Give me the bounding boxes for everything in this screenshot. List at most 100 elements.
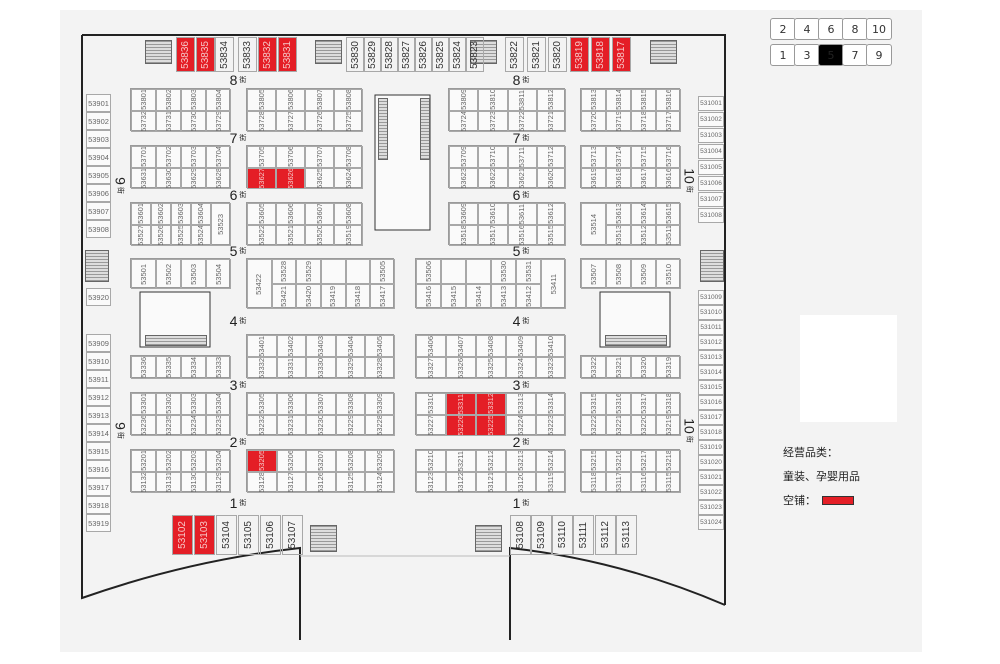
stall[interactable]: 53725 [334, 110, 363, 132]
stall-top-wall[interactable]: 53820 [548, 37, 567, 72]
stall[interactable]: 53712 [536, 146, 566, 168]
stall[interactable]: 53219 [656, 414, 681, 436]
stall[interactable]: 53813 [581, 89, 606, 111]
stall[interactable]: 53211 [446, 450, 476, 472]
stall[interactable]: 53331 [276, 357, 307, 379]
stall[interactable]: 53125 [335, 471, 366, 493]
stall[interactable]: 53526 [151, 224, 171, 246]
stall[interactable]: 53618 [606, 167, 631, 189]
stall-top-wall[interactable]: 53817 [612, 37, 631, 72]
stall[interactable]: 53612 [536, 203, 566, 225]
stall-left-wall[interactable]: 53916 [86, 460, 111, 478]
stall[interactable]: 53630 [156, 167, 181, 189]
stall-top-wall[interactable]: 53822 [505, 37, 524, 72]
stall-right-wall[interactable]: 531002 [698, 112, 724, 127]
stall[interactable]: 53608 [334, 203, 363, 225]
stall[interactable]: 53221 [606, 414, 631, 436]
stall[interactable]: 53609 [449, 203, 479, 225]
stall[interactable]: 53601 [131, 203, 151, 225]
stall[interactable]: 53506 [416, 259, 441, 284]
stall[interactable]: 53122 [446, 471, 476, 493]
stall[interactable]: 53701 [131, 146, 156, 168]
stall[interactable]: 53232 [247, 414, 277, 436]
stall[interactable]: 53234 [181, 414, 206, 436]
stall[interactable]: 53415 [441, 284, 466, 309]
stall[interactable]: 53203 [181, 450, 206, 472]
stall[interactable]: 53327 [416, 357, 446, 379]
stall-top-wall[interactable]: 53833 [238, 37, 257, 72]
stall[interactable]: 53808 [334, 89, 363, 111]
stall[interactable]: 53320 [631, 356, 656, 379]
stall[interactable]: 53719 [606, 110, 631, 132]
stall[interactable]: 53505 [370, 259, 395, 284]
stall[interactable]: 53220 [631, 414, 656, 436]
stall-top-wall[interactable]: 53821 [527, 37, 546, 72]
stall-top-wall[interactable]: 53819 [570, 37, 589, 72]
stall[interactable]: 53308 [335, 393, 366, 415]
stall[interactable]: 53414 [466, 284, 491, 309]
stall[interactable]: 53306 [276, 393, 307, 415]
stall[interactable]: 53405 [365, 335, 395, 357]
stall[interactable]: 53812 [536, 89, 566, 111]
stall-left-wall[interactable]: 53903 [86, 130, 111, 148]
stall[interactable]: 53803 [181, 89, 206, 111]
stall-bottom-wall[interactable]: 53111 [573, 515, 594, 555]
stall-top-wall[interactable]: 53834 [215, 37, 234, 72]
stall-left-wall[interactable]: 53914 [86, 424, 111, 442]
stall[interactable]: 53815 [631, 89, 656, 111]
stall[interactable]: 53801 [131, 89, 156, 111]
stall[interactable]: 53731 [156, 110, 181, 132]
stall-right-wall[interactable]: 531007 [698, 192, 724, 207]
stall[interactable]: 53617 [631, 167, 656, 189]
stall-right-wall[interactable]: 531004 [698, 144, 724, 159]
stall-top-wall[interactable]: 53829 [363, 37, 382, 72]
stall[interactable]: 53216 [606, 450, 631, 472]
stall-left-wall[interactable]: 53905 [86, 166, 111, 184]
stall[interactable]: 53408 [476, 335, 506, 357]
stall[interactable]: 53321 [606, 356, 631, 379]
stall[interactable]: 53217 [631, 450, 656, 472]
stall[interactable]: 53507 [581, 259, 606, 289]
stall-bottom-wall[interactable]: 53107 [282, 515, 303, 555]
stall[interactable]: 53209 [365, 450, 395, 472]
stall-right-wall[interactable]: 531014 [698, 365, 724, 380]
stall[interactable]: 53227 [416, 414, 446, 436]
stall-left-wall[interactable]: 53919 [86, 514, 111, 532]
stall[interactable]: 53627 [247, 167, 276, 189]
stall[interactable]: 53624 [334, 167, 363, 189]
stall-right-wall[interactable]: 531019 [698, 440, 724, 455]
stall-left-wall[interactable]: 53920 [86, 288, 111, 306]
zone-6-button[interactable]: 6 [818, 18, 844, 40]
stall[interactable]: 53314 [536, 393, 566, 415]
stall-top-wall[interactable]: 53818 [591, 37, 610, 72]
stall[interactable]: 53504 [206, 259, 231, 289]
zone-3-button[interactable]: 3 [794, 44, 820, 66]
stall[interactable]: 53514 [581, 203, 606, 246]
stall[interactable]: 53710 [478, 146, 508, 168]
stall[interactable]: 53508 [606, 259, 631, 289]
stall[interactable]: 53305 [247, 393, 277, 415]
stall-top-wall[interactable]: 53835 [196, 37, 215, 72]
stall[interactable]: 53223 [536, 414, 566, 436]
stall-left-wall[interactable]: 53904 [86, 148, 111, 166]
stall-top-wall[interactable]: 53827 [397, 37, 416, 72]
stall[interactable]: 53403 [306, 335, 336, 357]
stall[interactable]: 53326 [446, 357, 476, 379]
stall[interactable]: 53621 [507, 167, 537, 189]
stall[interactable]: 53629 [181, 167, 206, 189]
stall-left-wall[interactable]: 53901 [86, 94, 111, 112]
stall[interactable]: 53416 [416, 284, 441, 309]
stall[interactable]: 53325 [476, 357, 506, 379]
stall[interactable]: 53517 [478, 224, 508, 246]
stall[interactable]: 53228 [365, 414, 395, 436]
stall[interactable]: 53214 [536, 450, 566, 472]
stall[interactable]: 53422 [247, 259, 272, 309]
stall[interactable]: 53335 [156, 356, 181, 379]
stall[interactable]: 53714 [606, 146, 631, 168]
stall-right-wall[interactable]: 531012 [698, 335, 724, 350]
stall[interactable]: 53615 [656, 203, 681, 225]
stall[interactable]: 53730 [181, 110, 206, 132]
stall[interactable]: 53417 [370, 284, 395, 309]
stall[interactable]: 53215 [581, 450, 606, 472]
stall[interactable]: 53116 [631, 471, 656, 493]
